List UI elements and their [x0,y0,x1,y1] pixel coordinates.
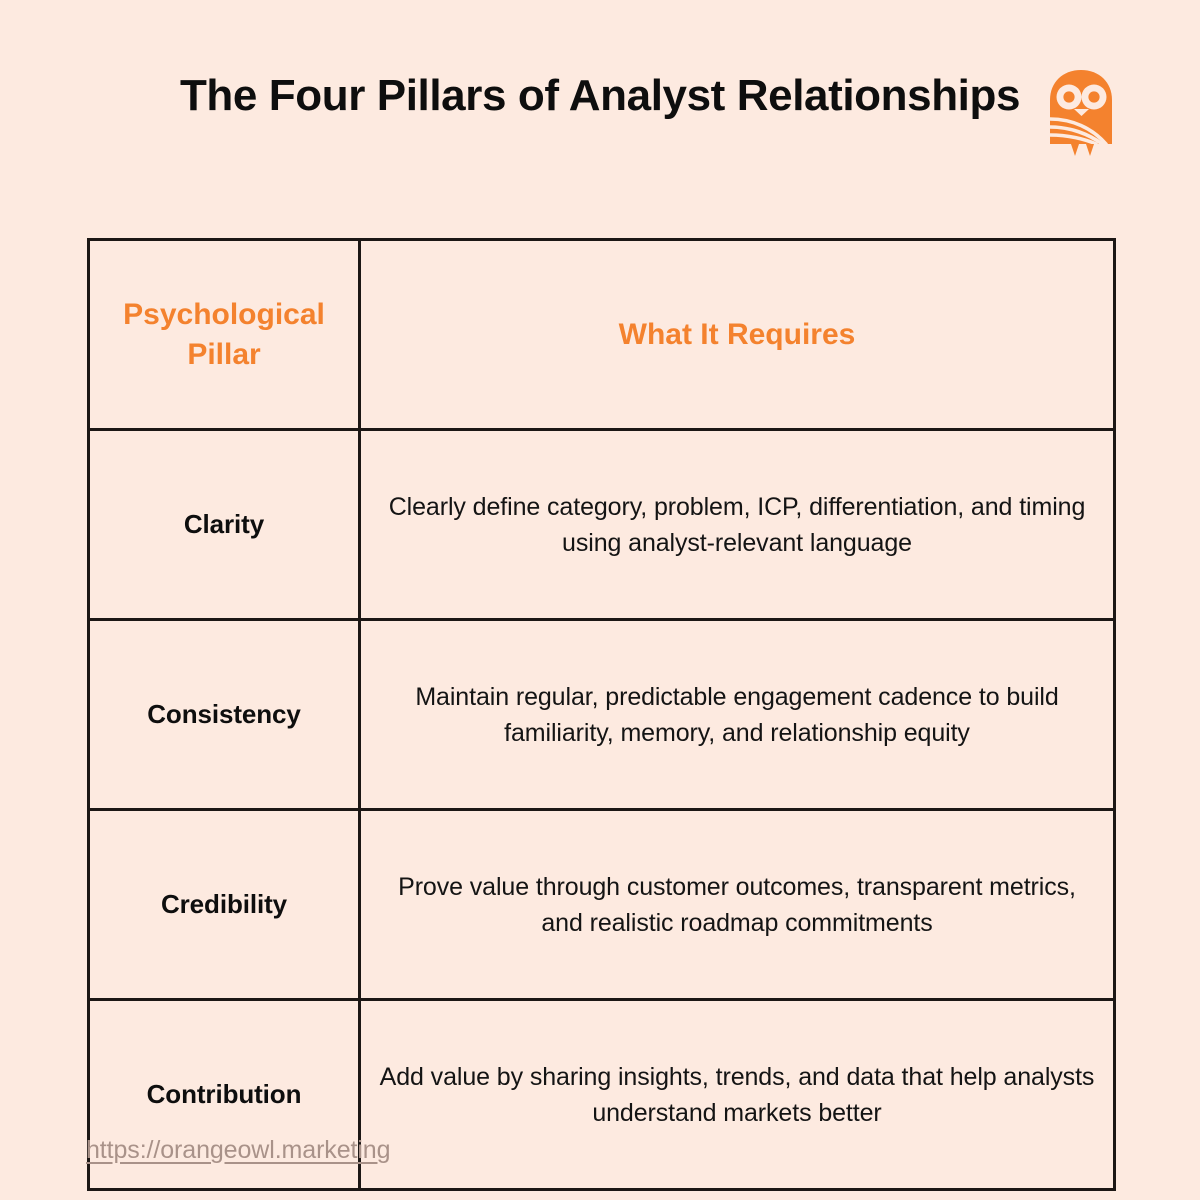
cell-pillar-name: Credibility [87,808,361,1001]
pillars-table: Psychological Pillar What It Requires Cl… [87,238,1116,1191]
table-row: Credibility Prove value through customer… [87,808,1116,1001]
table-row: Contribution Add value by sharing insigh… [87,998,1116,1191]
table-row: Clarity Clearly define category, problem… [87,428,1116,621]
owl-logo-icon [1044,66,1120,170]
cell-pillar-requirement: Clearly define category, problem, ICP, d… [358,428,1116,621]
website-link[interactable]: https://orangeowl.marketing [86,1136,391,1164]
cell-pillar-name: Contribution [87,998,361,1191]
page-title: The Four Pillars of Analyst Relationship… [179,71,1021,120]
column-header-what-it-requires: What It Requires [358,238,1116,431]
cell-pillar-requirement: Maintain regular, predictable engagement… [358,618,1116,811]
cell-pillar-requirement: Add value by sharing insights, trends, a… [358,998,1116,1191]
table-row: Consistency Maintain regular, predictabl… [87,618,1116,811]
column-header-psychological-pillar: Psychological Pillar [87,238,361,431]
header: The Four Pillars of Analyst Relationship… [0,0,1200,230]
table-header-row: Psychological Pillar What It Requires [87,238,1116,431]
cell-pillar-requirement: Prove value through customer outcomes, t… [358,808,1116,1001]
cell-pillar-name: Clarity [87,428,361,621]
cell-pillar-name: Consistency [87,618,361,811]
